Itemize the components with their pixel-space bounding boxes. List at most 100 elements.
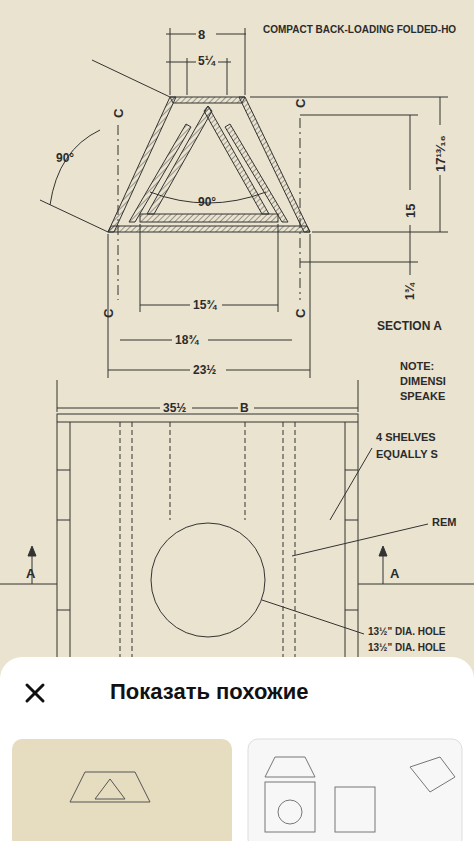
drawing-stroke bbox=[170, 97, 245, 103]
drawing-stroke bbox=[283, 422, 284, 674]
drawing-stroke bbox=[166, 62, 196, 63]
section-title: SECTION A bbox=[377, 320, 442, 332]
drawing-stroke bbox=[218, 62, 231, 63]
drawing-stroke bbox=[358, 584, 474, 585]
drawing-stroke bbox=[192, 408, 238, 409]
drawing-stroke bbox=[57, 408, 160, 409]
drawing-stroke bbox=[95, 779, 125, 799]
drawing-stroke bbox=[0, 584, 57, 585]
note: 4 SHELVES bbox=[376, 432, 436, 443]
drawing-stroke bbox=[440, 97, 441, 125]
drawing-stroke bbox=[226, 370, 310, 371]
drawing-stroke bbox=[248, 739, 462, 841]
drawing-stroke bbox=[92, 60, 170, 97]
section-mark: C bbox=[102, 309, 115, 318]
note: NOTE: bbox=[400, 361, 434, 372]
drawing-stroke bbox=[70, 772, 150, 802]
drawing-stroke bbox=[245, 422, 246, 520]
drawing-stroke bbox=[310, 234, 311, 378]
section-mark: C bbox=[112, 109, 125, 118]
drawing-stroke bbox=[440, 175, 441, 232]
drawing-stroke bbox=[383, 552, 384, 584]
drawing-stroke bbox=[120, 422, 295, 674]
drawing-stroke bbox=[410, 115, 411, 190]
drawing-stroke bbox=[345, 520, 358, 521]
drawing-title: COMPACT BACK-LOADING FOLDED-HO bbox=[263, 25, 456, 35]
drawing-stroke bbox=[410, 232, 411, 275]
drawing-stroke bbox=[265, 782, 315, 832]
drawing-stroke bbox=[254, 408, 358, 409]
drawing-stroke bbox=[245, 28, 246, 95]
dimension: 15¾ bbox=[193, 299, 216, 311]
drawing-stroke bbox=[170, 422, 171, 520]
drawing-stroke bbox=[410, 757, 455, 792]
drawing-stroke bbox=[57, 520, 70, 521]
note: REM bbox=[432, 517, 456, 528]
note: 13½" DIA. HOLE bbox=[368, 627, 446, 637]
drawing-stroke bbox=[0, 28, 474, 674]
drawing-stroke bbox=[300, 262, 418, 263]
drawing-stroke bbox=[27, 685, 43, 701]
bottom-sheet: Показать похожие bbox=[0, 657, 474, 841]
drawing-stroke bbox=[295, 422, 296, 674]
drawing-stroke bbox=[222, 305, 278, 306]
angle: 90° bbox=[56, 152, 74, 164]
drawing-stroke bbox=[312, 232, 448, 233]
drawing-stroke bbox=[300, 115, 418, 116]
drawing-stroke bbox=[57, 414, 358, 674]
drawing-stroke bbox=[120, 340, 172, 341]
drawing-stroke bbox=[12, 739, 232, 841]
drawing-stroke bbox=[345, 610, 358, 611]
drawing-stroke bbox=[120, 422, 121, 674]
drawing-stroke bbox=[208, 340, 292, 341]
note: 13½" DIA. HOLE bbox=[368, 643, 446, 653]
drawing-stroke bbox=[187, 58, 188, 95]
drawing-stroke bbox=[140, 224, 141, 312]
drawing-stroke bbox=[27, 685, 43, 701]
angle: 90° bbox=[198, 196, 216, 208]
drawing-stroke bbox=[358, 380, 359, 412]
drawing-stroke bbox=[50, 130, 100, 205]
drawing-stroke bbox=[108, 370, 190, 371]
sheet-heading: Показать похожие bbox=[110, 681, 308, 703]
dimension: 35½ bbox=[163, 402, 186, 414]
drawing-stroke bbox=[379, 546, 387, 556]
drawing-stroke bbox=[151, 523, 265, 637]
drawing-stroke bbox=[132, 422, 133, 674]
drawing-stroke bbox=[129, 124, 191, 222]
section-arrow-label: A bbox=[26, 567, 35, 580]
drawing-stroke bbox=[140, 214, 278, 222]
dimension: 5¼ bbox=[198, 55, 215, 67]
drawing-stroke bbox=[265, 757, 455, 832]
note: DIMENSI bbox=[400, 376, 446, 387]
note: SPEAKE bbox=[400, 391, 445, 402]
drawing-stroke bbox=[330, 448, 372, 520]
dimension: 15 bbox=[404, 204, 417, 218]
drawing-stroke bbox=[225, 124, 288, 222]
dimension: 17¹³⁄₁₆ bbox=[434, 135, 447, 172]
drawing-stroke bbox=[265, 757, 315, 777]
drawing-stroke bbox=[262, 600, 364, 634]
dimension: 23½ bbox=[193, 364, 216, 376]
drawing-stroke bbox=[108, 234, 109, 378]
dimension: 1¾ bbox=[404, 283, 416, 300]
drawing-stroke bbox=[216, 34, 246, 35]
drawing-stroke bbox=[28, 546, 36, 556]
view-mark: B bbox=[240, 402, 249, 414]
dimension: 8 bbox=[198, 28, 205, 41]
drawing-stroke bbox=[335, 787, 375, 832]
drawing-stroke bbox=[70, 422, 71, 674]
drawing-stroke bbox=[278, 224, 279, 312]
dimension: 18¾ bbox=[175, 334, 198, 346]
section-mark: C bbox=[294, 99, 307, 108]
drawing-stroke bbox=[140, 305, 190, 306]
drawing-stroke bbox=[27, 685, 43, 701]
note: EQUALLY S bbox=[376, 449, 438, 460]
drawing-stroke bbox=[57, 470, 70, 471]
drawing-stroke bbox=[410, 225, 411, 232]
section-arrow-label: A bbox=[390, 567, 399, 580]
drawing-stroke bbox=[108, 226, 310, 232]
drawing-stroke bbox=[57, 422, 358, 423]
drawing-stroke bbox=[278, 800, 302, 824]
drawing-stroke bbox=[57, 610, 70, 611]
